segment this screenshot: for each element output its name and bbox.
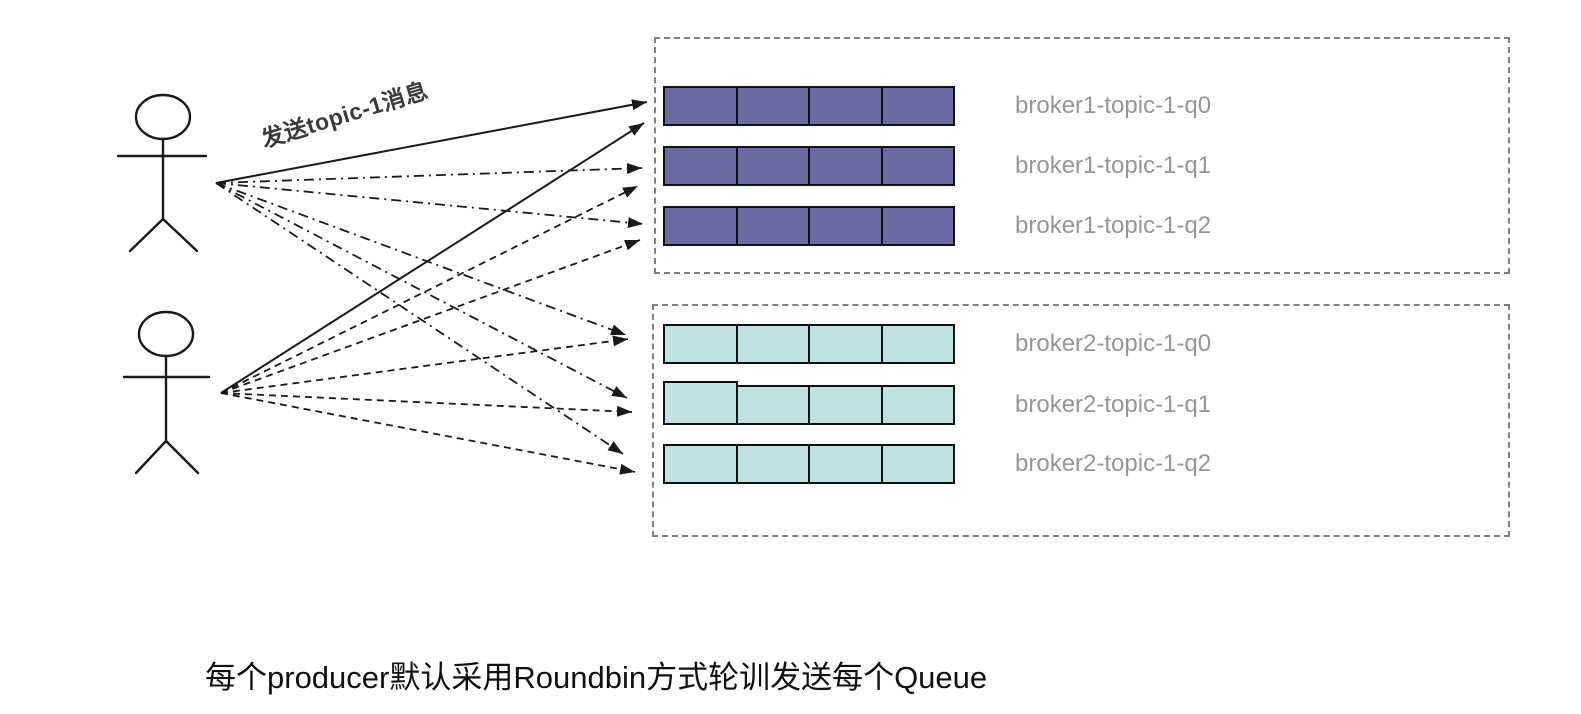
queue-cell (663, 86, 738, 126)
broker1-container: broker1-topic-1-q0 broker1-topic-1-q1 br… (654, 37, 1510, 274)
queue-cell (880, 206, 955, 246)
queue-cell (880, 324, 955, 364)
producer1-right-leg (161, 217, 199, 253)
arrow-producer2-to-broker2-q0 (220, 335, 629, 394)
queue-cell (880, 444, 955, 484)
queue-cell (735, 146, 810, 186)
producer2-arrows (220, 122, 645, 475)
queue-row-broker2-q2 (663, 444, 955, 484)
arrow-producer1-to-broker1-q0 (215, 99, 648, 184)
arrow-producer1-to-broker1-q2 (215, 182, 644, 229)
queue-cell (663, 381, 738, 425)
queue-cell (663, 206, 738, 246)
arrow-producer1-to-broker2-q0 (215, 182, 627, 336)
queue-row-broker1-q1 (663, 146, 955, 186)
queue-cell (808, 146, 883, 186)
arrow-producer1-to-broker2-q2 (215, 182, 624, 455)
queue-label-broker1-q2: broker1-topic-1-q2 (1015, 212, 1212, 239)
producer2-left-leg (134, 439, 168, 475)
queue-row-broker2-q1 (663, 381, 955, 425)
arrow-producer2-to-broker2-q1 (220, 392, 633, 417)
queue-row-broker2-q0 (663, 324, 955, 364)
queue-cell (735, 86, 810, 126)
producer1-figure (116, 93, 208, 253)
producer2-head (137, 310, 195, 358)
queue-cell (808, 86, 883, 126)
queue-cell (663, 146, 738, 186)
arrow-producer2-to-broker1-q1 (220, 185, 639, 394)
producer1-left-leg (128, 217, 165, 253)
producer2-figure (122, 310, 211, 475)
arrow-producer2-to-broker1-q0 (220, 122, 645, 394)
queue-label-broker2-q1: broker2-topic-1-q1 (1015, 391, 1212, 418)
queue-cell (880, 385, 955, 425)
queue-row-broker1-q2 (663, 206, 955, 246)
queue-cell (808, 444, 883, 484)
queue-cell (880, 146, 955, 186)
queue-cell (735, 385, 810, 425)
producer2-right-leg (164, 439, 200, 475)
queue-cell (880, 86, 955, 126)
arrow-producer2-to-broker1-q2 (220, 239, 641, 394)
caption: 每个producer默认采用Roundbin方式轮训发送每个Queue (205, 660, 988, 695)
queue-cell (808, 324, 883, 364)
queue-cell (808, 385, 883, 425)
queue-cell (735, 206, 810, 246)
queue-label-broker2-q0: broker2-topic-1-q0 (1015, 330, 1212, 357)
queue-row-broker1-q0 (663, 86, 955, 126)
queue-cell (735, 444, 810, 484)
queue-cell (735, 324, 810, 364)
producer1-arrows (215, 99, 648, 455)
producer1-head (134, 93, 192, 141)
queue-cell (808, 206, 883, 246)
queue-label-broker1-q1: broker1-topic-1-q1 (1015, 152, 1212, 179)
queue-cell (663, 444, 738, 484)
broker2-container: broker2-topic-1-q0 broker2-topic-1-q1 br… (652, 304, 1510, 537)
arrow-producer2-to-broker2-q2 (220, 392, 636, 475)
queue-label-broker2-q2: broker2-topic-1-q2 (1015, 450, 1212, 477)
queue-label-broker1-q0: broker1-topic-1-q0 (1015, 92, 1212, 119)
queue-cell (663, 324, 738, 364)
